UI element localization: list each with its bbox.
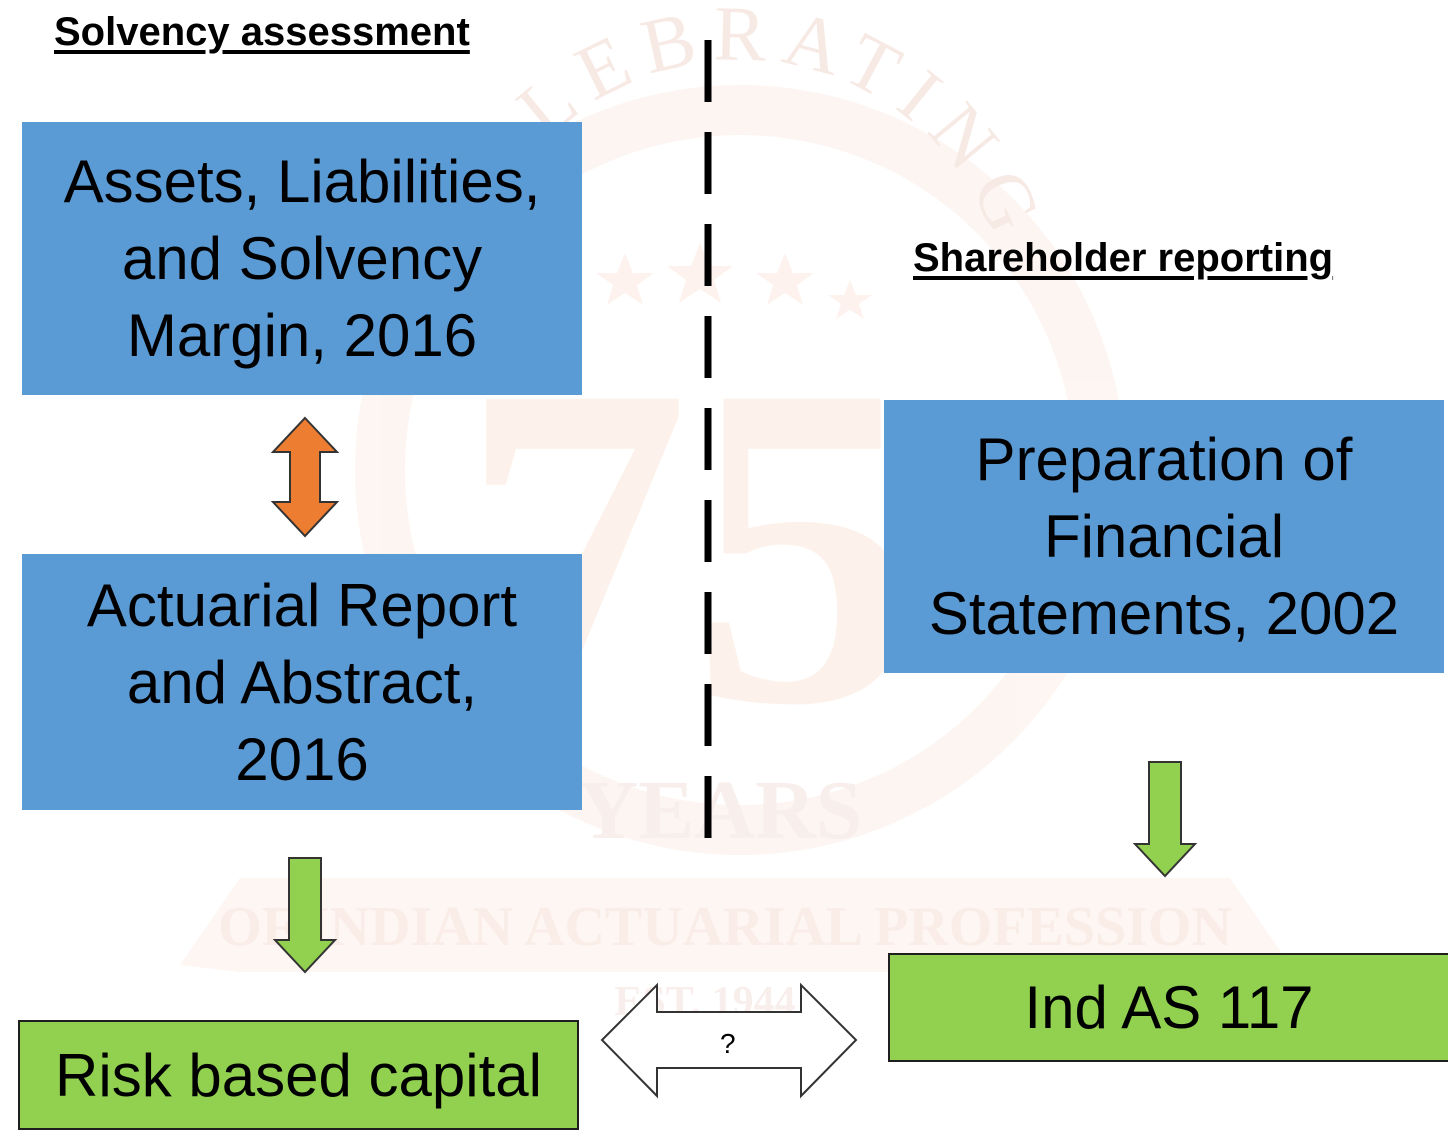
- actuarial-report-box: Actuarial Report and Abstract, 2016: [22, 554, 582, 810]
- risk-based-capital-box: Risk based capital: [18, 1020, 579, 1130]
- comparison-question-label: ?: [720, 1028, 736, 1059]
- divider-dashed-line: [704, 40, 712, 860]
- down-arrow-left: [272, 857, 338, 974]
- assets-liabilities-box: Assets, Liabilities, and Solvency Margin…: [22, 122, 582, 395]
- ind-as-117-box: Ind AS 117: [888, 953, 1448, 1062]
- preparation-financial-statements-box: Preparation of Financial Statements, 200…: [884, 400, 1444, 673]
- comparison-double-arrow: [600, 982, 858, 1099]
- solvency-assessment-heading: Solvency assessment: [54, 10, 470, 54]
- watermark-banner: OF INDIAN ACTUARIAL PROFESSION: [218, 896, 1232, 958]
- down-arrow-right: [1132, 761, 1198, 878]
- shareholder-reporting-heading: Shareholder reporting: [913, 236, 1334, 280]
- watermark-years: YEARS: [578, 764, 863, 857]
- bidirectional-orange-arrow: [270, 416, 340, 538]
